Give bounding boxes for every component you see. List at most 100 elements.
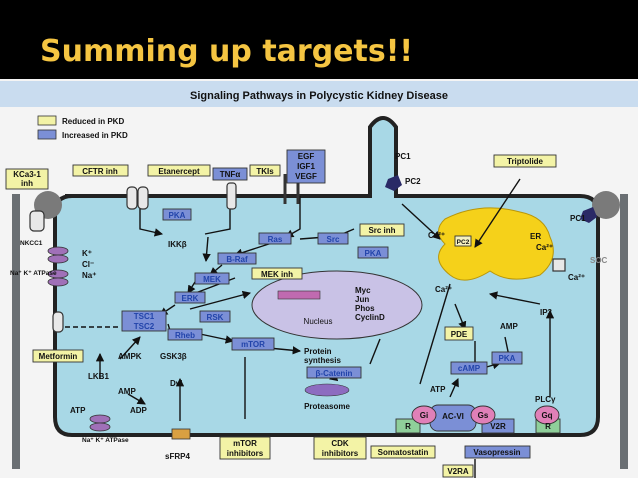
na-k-atpase-bottom-label: Na⁺ K⁺ ATPase bbox=[82, 437, 129, 444]
metformin-box bbox=[32, 349, 84, 363]
legend-increased-swatch bbox=[37, 129, 57, 140]
amp-right-label: AMP bbox=[500, 322, 518, 331]
myc-label: Myc bbox=[355, 286, 371, 295]
braf-label: B-Raf bbox=[226, 255, 248, 264]
pc2-top-label: PC2 bbox=[405, 177, 421, 186]
r-right-label: R bbox=[545, 422, 551, 431]
nucleus-dna bbox=[277, 290, 321, 300]
kca31-inh-box bbox=[5, 168, 49, 190]
kca31-inh-label: inh bbox=[21, 179, 33, 188]
ampk-label: AMPK bbox=[118, 352, 142, 361]
ca-label-3: Ca²⁺ bbox=[568, 273, 585, 282]
pka-right-label: PKA bbox=[499, 354, 516, 363]
na-k-atpase-bottom-bottom bbox=[89, 422, 111, 432]
cftr-channel-right bbox=[137, 186, 149, 210]
na-ion-label: Na⁺ bbox=[82, 271, 96, 280]
ca-label-1: Ca²⁺ bbox=[428, 231, 445, 240]
lkb1-label: LKB1 bbox=[88, 372, 109, 381]
pka-src-label: PKA bbox=[365, 249, 382, 258]
cl-ion-label: Cl⁻ bbox=[82, 260, 94, 269]
ip3-label: IP3 bbox=[540, 308, 553, 317]
legend-reduced-swatch bbox=[37, 115, 57, 126]
erk-node bbox=[174, 291, 206, 304]
src-inh-box bbox=[359, 223, 405, 237]
igf1-label: IGF1 bbox=[297, 162, 315, 171]
endoplasmic-reticulum bbox=[438, 207, 554, 281]
soc-label: SOC bbox=[590, 256, 608, 265]
mek-label: MEK bbox=[203, 275, 221, 284]
erk-label: ERK bbox=[182, 294, 199, 303]
pde-node bbox=[444, 326, 474, 341]
lateral-channel bbox=[52, 311, 64, 333]
acvi-label: AC-VI bbox=[442, 412, 464, 421]
na-k-atpase-left-bottom bbox=[47, 277, 69, 287]
pc1-right-label: PC1 bbox=[570, 214, 586, 223]
rsk-node bbox=[199, 310, 231, 323]
rheb-label: Rheb bbox=[175, 331, 195, 340]
ca-label-4: Ca²⁺ bbox=[435, 285, 452, 294]
gq-label: Gq bbox=[541, 411, 552, 420]
pc-complex-top bbox=[385, 175, 402, 191]
cftr-inh-label: CFTR inh bbox=[82, 167, 118, 176]
gs-node bbox=[470, 405, 496, 425]
pka-top-label: PKA bbox=[169, 211, 186, 220]
src-node bbox=[317, 232, 349, 245]
tkis-box bbox=[249, 164, 281, 177]
protein-synthesis-label-1: Protein bbox=[304, 347, 332, 356]
proteasome-shape bbox=[304, 383, 350, 397]
rheb-node bbox=[167, 328, 203, 341]
cdk-inhibitors-box bbox=[313, 436, 367, 460]
ca-label-2: Ca²⁺ bbox=[536, 243, 553, 252]
b-catenin-label: β-Catenin bbox=[316, 369, 353, 378]
k-ion-label: K⁺ bbox=[82, 249, 92, 258]
dvl-label: Dvl bbox=[170, 379, 182, 388]
v2ra-box bbox=[442, 464, 474, 478]
tkis-label: TKIs bbox=[256, 167, 274, 176]
pka-src-node bbox=[357, 246, 389, 259]
pde-label: PDE bbox=[451, 330, 468, 339]
rsk-label: RSK bbox=[207, 313, 224, 322]
etanercept-box bbox=[147, 164, 211, 177]
pka-right-node bbox=[491, 351, 523, 365]
soc-channel bbox=[552, 258, 566, 272]
triptolide-label: Triptolide bbox=[507, 157, 544, 166]
kca31-label: KCa3-1 bbox=[13, 170, 41, 179]
mtor-inhibitors-label-2: inhibitors bbox=[227, 449, 264, 458]
r-left-node bbox=[395, 418, 421, 434]
etanercept-label: Etanercept bbox=[158, 167, 200, 176]
tnf-receptor bbox=[226, 182, 237, 210]
b-catenin-node bbox=[306, 366, 362, 379]
gs-label: Gs bbox=[478, 411, 489, 420]
legend-increased-label: Increased in PKD bbox=[62, 131, 128, 140]
pka-top-node bbox=[162, 208, 192, 221]
gq-node bbox=[534, 405, 560, 425]
gsk3b-label: GSK3β bbox=[160, 352, 187, 361]
tnfa-label: TNFα bbox=[220, 170, 241, 179]
sfrp4-label: sFRP4 bbox=[165, 452, 190, 461]
nkcc1-label: NKCC1 bbox=[20, 240, 43, 247]
diagram-title: Signaling Pathways in Polycystic Kidney … bbox=[190, 90, 448, 102]
triptolide-box bbox=[493, 154, 557, 168]
atp-right-label: ATP bbox=[430, 385, 446, 394]
nkcc1-transporter-bottom bbox=[47, 254, 69, 264]
cyclind-label: CyclinD bbox=[355, 313, 385, 322]
pc2-right-label: PC2 bbox=[457, 239, 470, 246]
ras-label: Ras bbox=[268, 235, 283, 244]
mtor-node bbox=[231, 337, 275, 351]
proteasome-label: Proteasome bbox=[304, 402, 350, 411]
left-column bbox=[12, 194, 20, 469]
right-junction bbox=[592, 191, 620, 219]
gi-label: Gi bbox=[420, 411, 428, 420]
nkcc1-transporter-top bbox=[47, 246, 69, 256]
tsc2-label: TSC2 bbox=[134, 322, 155, 331]
mtor-label: mTOR bbox=[241, 340, 265, 349]
mtor-inhibitors-label-1: mTOR bbox=[233, 439, 257, 448]
camp-node bbox=[450, 361, 488, 375]
metformin-label: Metformin bbox=[39, 352, 78, 361]
amp-left-label: AMP bbox=[118, 387, 136, 396]
mek-inh-label: MEK inh bbox=[261, 270, 293, 279]
diagram-title-bar bbox=[0, 81, 638, 107]
diagram-panel: Signaling Pathways in Polycystic Kidney … bbox=[0, 79, 638, 478]
right-column bbox=[620, 194, 628, 469]
